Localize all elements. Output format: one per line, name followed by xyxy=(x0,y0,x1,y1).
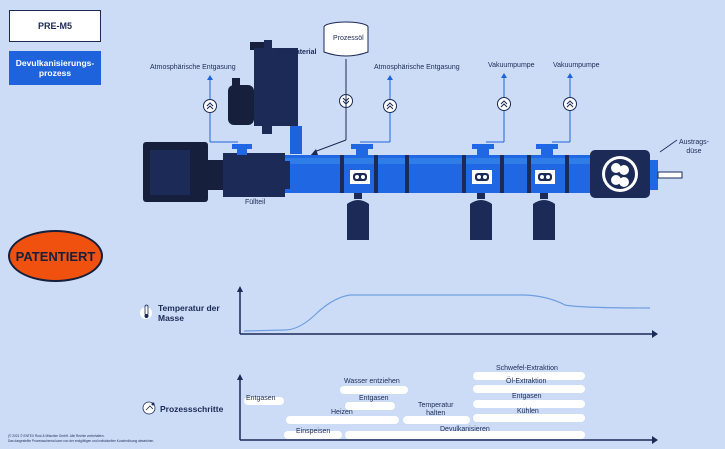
label-vakuumpumpe-1: Vakuumpumpe xyxy=(488,62,535,69)
step-bar-entgasen-mid xyxy=(345,402,395,410)
patent-badge: PATENTIERT xyxy=(8,230,103,282)
step-bar-heizen xyxy=(286,416,399,424)
label-prozessoel: Prozessöl xyxy=(333,35,364,42)
footer-disclaimer: Das dargestellte Prozessschema kann von … xyxy=(8,439,155,443)
model-title: PRE-M5 xyxy=(9,10,101,42)
label-rohmaterial: Rohmaterial xyxy=(276,49,317,56)
step-bar-temperatur-halten xyxy=(403,416,470,424)
step-oel-extraktion: Öl-Extraktion xyxy=(506,378,547,385)
pump-tanks xyxy=(347,193,555,240)
thermometer-icon xyxy=(140,304,152,319)
label-atm-entgasung-1: Atmosphärische Entgasung xyxy=(150,64,236,71)
temperature-chart xyxy=(237,286,658,338)
motor xyxy=(143,142,223,202)
arrow-heads xyxy=(207,73,573,80)
die-head xyxy=(590,139,683,198)
step-entgasen-mid: Entgasen xyxy=(359,395,389,402)
process-title: Devulkanisierungs- prozess xyxy=(9,51,101,85)
chevron-icons xyxy=(206,97,574,110)
extruder-barrel xyxy=(232,144,590,193)
step-temperatur-halten: Temperatur halten xyxy=(418,402,454,417)
step-entgasen-right: Entgasen xyxy=(512,393,542,400)
barrel-windows xyxy=(350,170,555,184)
step-bar-einspeisen xyxy=(284,431,342,439)
step-entgasen-left: Entgasen xyxy=(246,395,276,402)
label-atm-entgasung-2: Atmosphärische Entgasung xyxy=(374,64,460,71)
section-process-steps-title: Prozessschritte xyxy=(160,404,224,414)
step-heizen: Heizen xyxy=(331,409,353,416)
step-devulkanisieren: Devulkanisieren xyxy=(440,426,490,433)
temperature-curve xyxy=(243,294,651,332)
step-bar-oel xyxy=(473,385,585,393)
section-temperature-title: Temperatur der Masse xyxy=(158,303,220,323)
step-bar-wasser xyxy=(340,386,408,394)
step-wasser-entziehen: Wasser entziehen xyxy=(344,378,400,385)
label-vakuumpumpe-2: Vakuumpumpe xyxy=(553,62,600,69)
step-bar-schwefel xyxy=(473,372,585,380)
step-bar-entgasen-right xyxy=(473,400,585,408)
label-fuellteil: Füllteil xyxy=(245,199,266,206)
step-bar-kuehlen xyxy=(473,414,585,422)
step-bar-entgasen-left xyxy=(244,397,284,405)
step-bar-devulkanisieren xyxy=(345,431,585,439)
step-einspeisen: Einspeisen xyxy=(296,428,331,435)
footer-copyright: (© 2021 © ENTEX Rust & Mitschke GmbH. Al… xyxy=(8,434,105,438)
step-schwefel-extraktion: Schwefel-Extraktion xyxy=(496,365,558,372)
process-steps-chart xyxy=(237,374,658,444)
gearbox xyxy=(223,153,285,197)
process-steps-icon xyxy=(142,401,156,415)
process-oil-tank xyxy=(310,21,369,156)
step-kuehlen: Kühlen xyxy=(517,408,539,415)
raw-material-feeder xyxy=(228,40,302,154)
label-austragsduese: Austrags- düse xyxy=(679,139,709,155)
